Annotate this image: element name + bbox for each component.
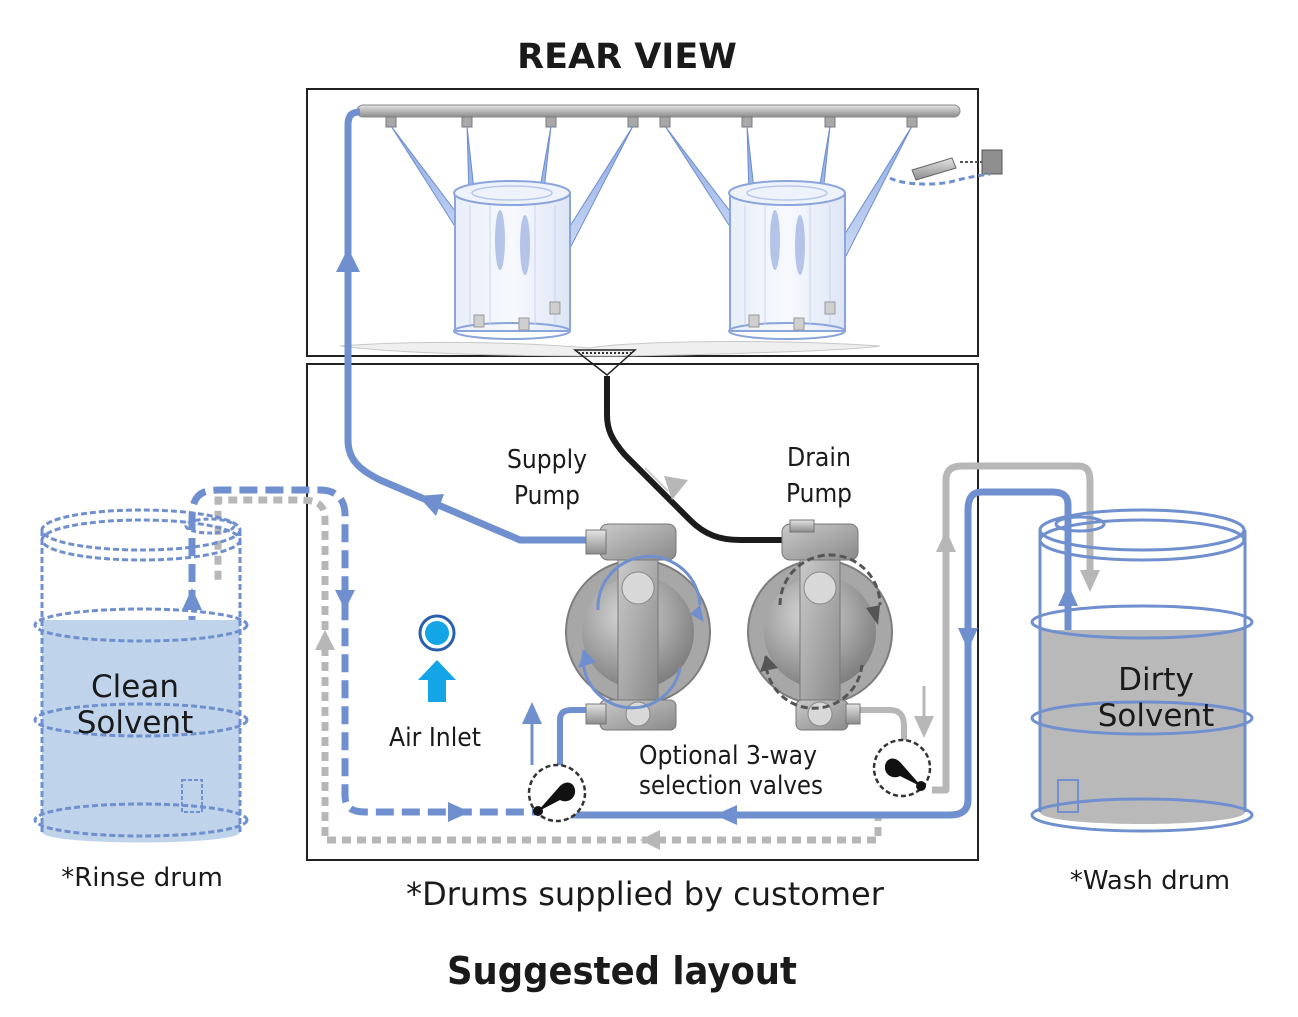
clean-suction-arrow-down [335,590,355,610]
spray-manifold [356,104,961,128]
drain-pump-label-line1: Drain [787,443,851,473]
rinse-drum-label: *Rinse drum [61,863,223,893]
wash-chamber-frame [306,88,979,357]
drain-line [604,376,800,543]
supply-inlet-arrow-up [522,702,542,724]
chamber-floor [339,341,881,376]
part-basket-right [728,180,846,340]
supply-arrow-up [336,248,360,272]
part-basket-left [453,180,571,340]
air-inlet-label: Air Inlet [389,723,481,753]
drain-arrow [664,476,688,500]
three-way-valve-right [872,738,932,798]
dirty-solvent-label-line1: Dirty [1118,662,1194,698]
drums-note: *Drums supplied by customer [406,875,885,913]
wash-drum [1030,508,1254,833]
rinse-return-arrow [315,630,335,650]
clean-suction-line [188,486,540,816]
drain-outlet-arrow-down [914,716,934,738]
wash-suction-arrow-down [958,628,978,650]
rinse-drum [33,508,249,843]
supply-pump-label-line1: Supply [507,445,587,475]
valves-label-line1: Optional 3-way [639,741,817,771]
wash-suction-arrow-up [1058,584,1078,606]
clean-suction-arrow-up [182,588,202,610]
level-sensor [889,149,1003,186]
diagram-caption: Suggested layout [447,949,797,993]
wash-return-arrow-down [1080,570,1100,592]
supply-pump-label-line2: Pump [514,481,580,511]
clean-suction-arrow-right [448,802,470,822]
drain-line-highlight [644,467,669,492]
supply-line [344,108,600,544]
wash-suction-arrow-left [715,805,737,825]
rear-view-title: REAR VIEW [517,37,737,77]
wash-return-arrow-up [936,530,956,552]
drain-pump [747,519,893,731]
three-way-valve-left [527,763,587,823]
pump-cabinet-frame [306,363,979,861]
supply-pump [565,523,711,731]
supply-inlet-line [557,707,600,780]
air-inlet-icon [418,614,456,702]
dirty-solvent-label-line2: Solvent [1098,698,1214,734]
wash-return-line [932,462,1094,794]
drain-pump-label-line2: Pump [786,479,852,509]
clean-solvent-label-line1: Clean [91,669,179,705]
wash-suction-line [560,488,1072,819]
valves-label-line2: selection valves [639,771,823,801]
supply-arrow-left [418,494,444,516]
rinse-return-line [214,496,882,844]
wash-drum-label: *Wash drum [1070,866,1230,896]
clean-solvent-label-line2: Solvent [77,705,193,741]
rinse-bottom-arrow [640,830,660,850]
drain-outlet-line [850,707,907,745]
